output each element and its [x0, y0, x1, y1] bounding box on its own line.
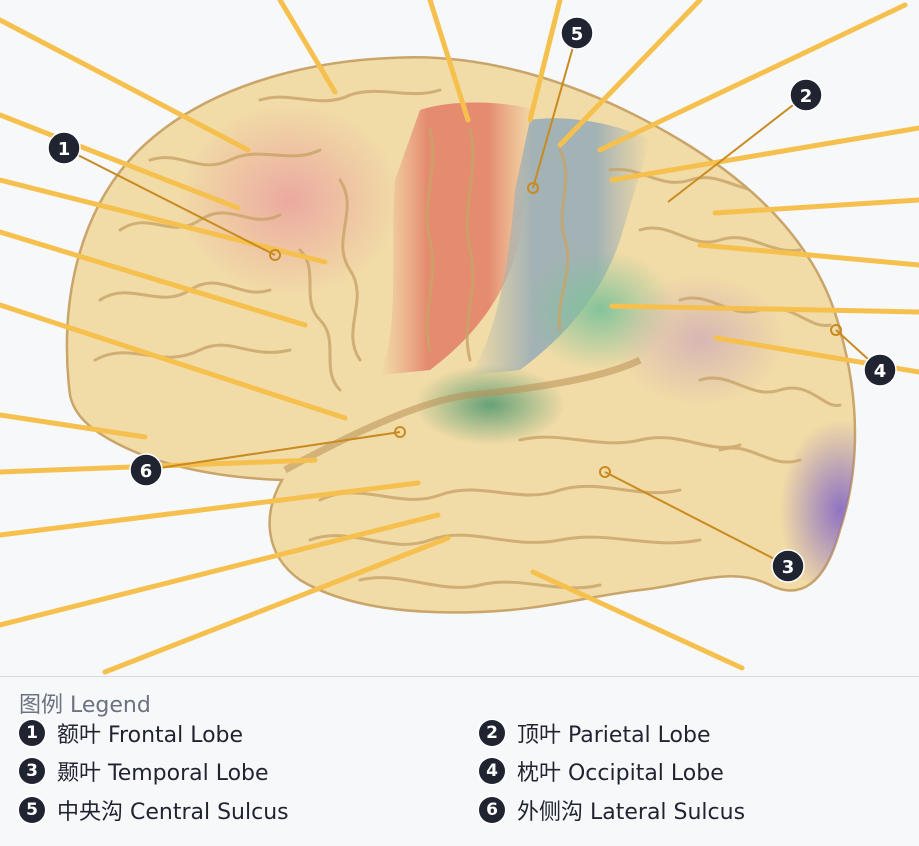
legend-item-parietal-lobe: 2 顶叶 Parietal Lobe: [479, 718, 711, 748]
legend-item-lateral-sulcus: 6 外侧沟 Lateral Sulcus: [479, 795, 745, 825]
legend-item-occipital-lobe: 4 枕叶 Occipital Lobe: [479, 756, 724, 786]
legend-badge: 5: [19, 797, 45, 823]
legend-badge: 6: [479, 797, 505, 823]
lateral-sulcus-marker: 6: [129, 426, 406, 487]
legend-item-temporal-lobe: 3 颞叶 Temporal Lobe: [19, 756, 269, 786]
marker-1-number: 1: [58, 139, 71, 160]
legend-label: 中央沟 Central Sulcus: [57, 800, 289, 825]
temporal-lobe-marker: 3: [599, 466, 805, 583]
legend-title: 图例 Legend: [19, 693, 151, 718]
legend-label: 顶叶 Parietal Lobe: [517, 723, 711, 748]
marker-3-number: 3: [782, 557, 795, 578]
marker-5-number: 5: [571, 24, 584, 45]
parietal-lobe-marker: 2: [667, 78, 823, 203]
central-sulcus-marker: 5: [527, 16, 594, 194]
motor-strip-region: [380, 102, 535, 375]
legend-label: 枕叶 Occipital Lobe: [517, 761, 724, 786]
legend-label: 额叶 Frontal Lobe: [57, 723, 244, 748]
legend-badge: 1: [19, 720, 45, 746]
frontal-pink-region: [180, 105, 400, 295]
legend-item-frontal-lobe: 1 额叶 Frontal Lobe: [19, 718, 243, 748]
leader-lines: [0, 0, 919, 675]
legend-badge: 3: [19, 758, 45, 784]
marker-4-number: 4: [874, 361, 887, 382]
sensory-strip-region: [470, 118, 650, 376]
frontal-lobe-marker: 1: [47, 131, 281, 261]
marker-2-number: 2: [800, 86, 813, 107]
legend: 图例 Legend 1 额叶 Frontal Lobe 2 顶叶 Parieta…: [0, 676, 919, 846]
legend-label: 外侧沟 Lateral Sulcus: [517, 800, 746, 825]
marker-6-number: 6: [140, 461, 153, 482]
legend-label: 颞叶 Temporal Lobe: [57, 761, 269, 786]
occipital-lobe-marker: 4: [830, 324, 897, 387]
legend-badge: 4: [479, 758, 505, 784]
brain-diagram: 1 2 3 4 5 6: [0, 0, 919, 675]
mauve-region: [615, 275, 785, 405]
occipital-purple-region: [780, 420, 856, 600]
legend-item-central-sulcus: 5 中央沟 Central Sulcus: [19, 795, 289, 825]
legend-badge: 2: [479, 720, 505, 746]
